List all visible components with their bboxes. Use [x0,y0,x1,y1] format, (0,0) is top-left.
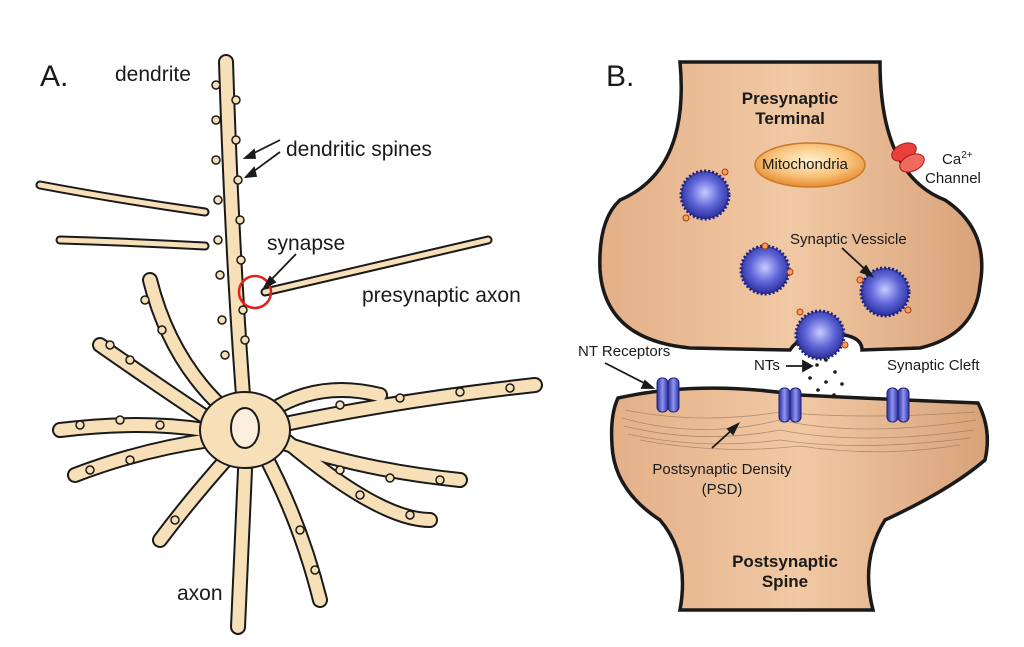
vesicle-fusing [794,308,849,361]
nt-receptors-label: NT Receptors [578,343,671,360]
synapse-panel [598,60,990,612]
dendritic-spine-marks [75,80,515,575]
receptor [656,377,680,413]
presynaptic-terminal-line2: Terminal [755,109,825,129]
psd-line1: Postsynaptic Density [652,461,792,478]
panel-b-arrows [604,247,875,449]
panel-b-letter: B. [606,60,635,93]
postsynaptic-spine-line1: Postsynaptic [732,552,838,571]
presynaptic-terminal-line1: Presynaptic [741,89,839,108]
panel-a-arrows [242,139,297,291]
synaptic-vesicles [679,168,912,361]
synaptic-cleft-label: Synaptic Cleft [887,357,980,374]
calcium-base: Ca [942,151,962,168]
axon-label: axon [177,582,223,605]
nts-label: NTs [754,357,780,374]
postsynaptic-spine-line2: Spine [761,572,809,592]
receptor [886,387,910,423]
nucleus [230,407,260,449]
dendritic-spines-label: dendritic spines [286,138,432,161]
psd-line2: (PSD) [701,480,743,498]
dendrite-label: dendrite [115,63,191,86]
psd-label: Postsynaptic Density (PSD) [612,460,832,499]
calcium-superscript: 2+ [961,150,973,161]
mitochondria [754,142,866,188]
neurotransmitters [808,358,844,397]
nt-receptors [656,377,910,423]
calcium-channel [891,142,925,173]
calcium-label: Ca2+ [942,150,973,168]
synaptic-vessicle-label: Synaptic Vessicle [790,231,907,248]
channel-label: Channel [925,170,981,187]
presynaptic-terminal-label: Presynaptic Terminal [730,89,850,130]
synapse-label: synapse [267,232,346,255]
neuron-dendrites [52,54,543,635]
postsynaptic-spine-label: Postsynaptic Spine [720,552,850,593]
synapse-highlight-circle [237,274,273,310]
incoming-axons [35,180,493,297]
receptor [778,387,802,423]
vesicle [739,242,794,296]
vesicle [679,168,731,222]
mitochondria-label: Mitochondria [762,156,848,173]
panel-a-letter: A. [40,60,69,93]
presynaptic-axon-label: presynaptic axon [362,284,521,307]
neuron-panel [35,54,543,635]
vesicle [856,266,912,318]
